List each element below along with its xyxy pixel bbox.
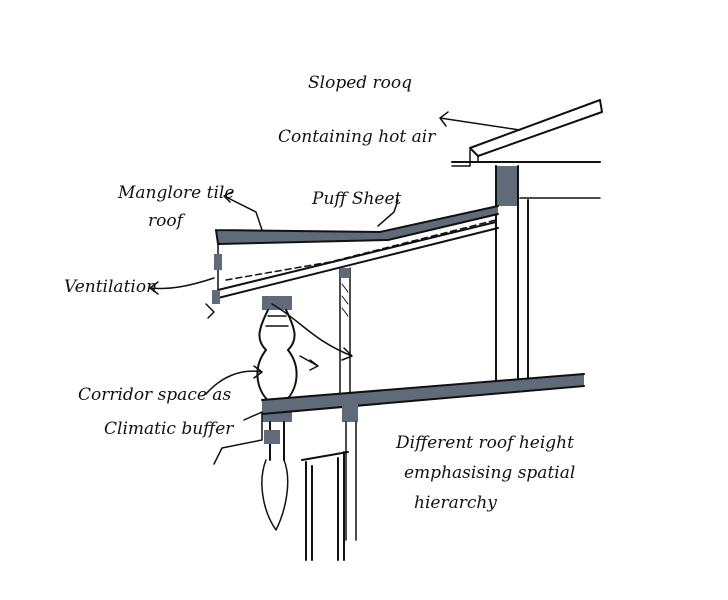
floor-slab: [213, 373, 585, 541]
label-puff-sheet: Puff Sheet: [311, 189, 402, 209]
label-roof-height-line2: emphasising spatial: [404, 463, 575, 483]
label-mangalore-tile-roof-line2: roof: [148, 211, 186, 231]
lower-tile-roof: [205, 205, 499, 319]
tall-column: [495, 165, 529, 391]
label-sloped-roof: Sloped rooq: [308, 73, 412, 93]
door-frame: [301, 451, 349, 561]
label-mangalore-tile-roof-line1: Manglore tile: [117, 183, 234, 203]
label-corridor-line2: Climatic buffer: [104, 419, 234, 439]
label-corridor-line1: Corridor space as: [78, 385, 231, 405]
label-containing-hot-air: Containing hot air: [278, 127, 436, 147]
upper-sloped-roof: [451, 99, 603, 199]
label-roof-height-line3: hierarchy: [414, 493, 497, 513]
label-ventilation: Ventilation: [64, 277, 157, 297]
leader-arrows: [149, 111, 521, 395]
label-roof-height-line1: Different roof height: [395, 433, 574, 453]
inner-post: [339, 267, 351, 399]
